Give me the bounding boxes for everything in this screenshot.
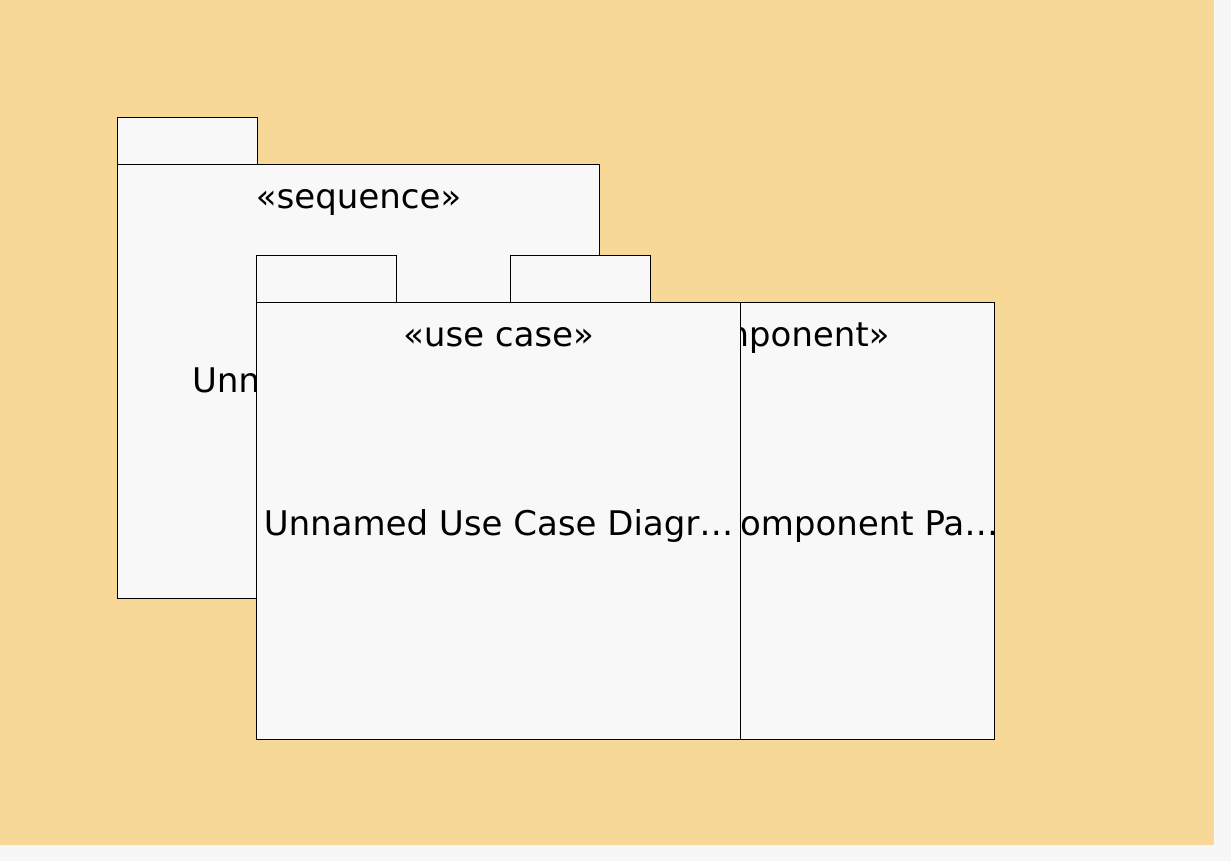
package-body: «use case» Unnamed Use Case Diagr… bbox=[256, 302, 741, 740]
package-stereotype: «sequence» bbox=[255, 177, 462, 217]
package-name: Unnamed Use Case Diagr… bbox=[263, 504, 734, 544]
package-tab bbox=[510, 255, 651, 302]
package-tab bbox=[117, 117, 258, 164]
package-stereotype: «use case» bbox=[403, 315, 594, 355]
diagram-canvas[interactable]: «sequence» Unn «component» Unnamed Compo… bbox=[0, 0, 1214, 845]
package-name: Unn bbox=[192, 361, 260, 401]
package-tab bbox=[256, 255, 397, 302]
